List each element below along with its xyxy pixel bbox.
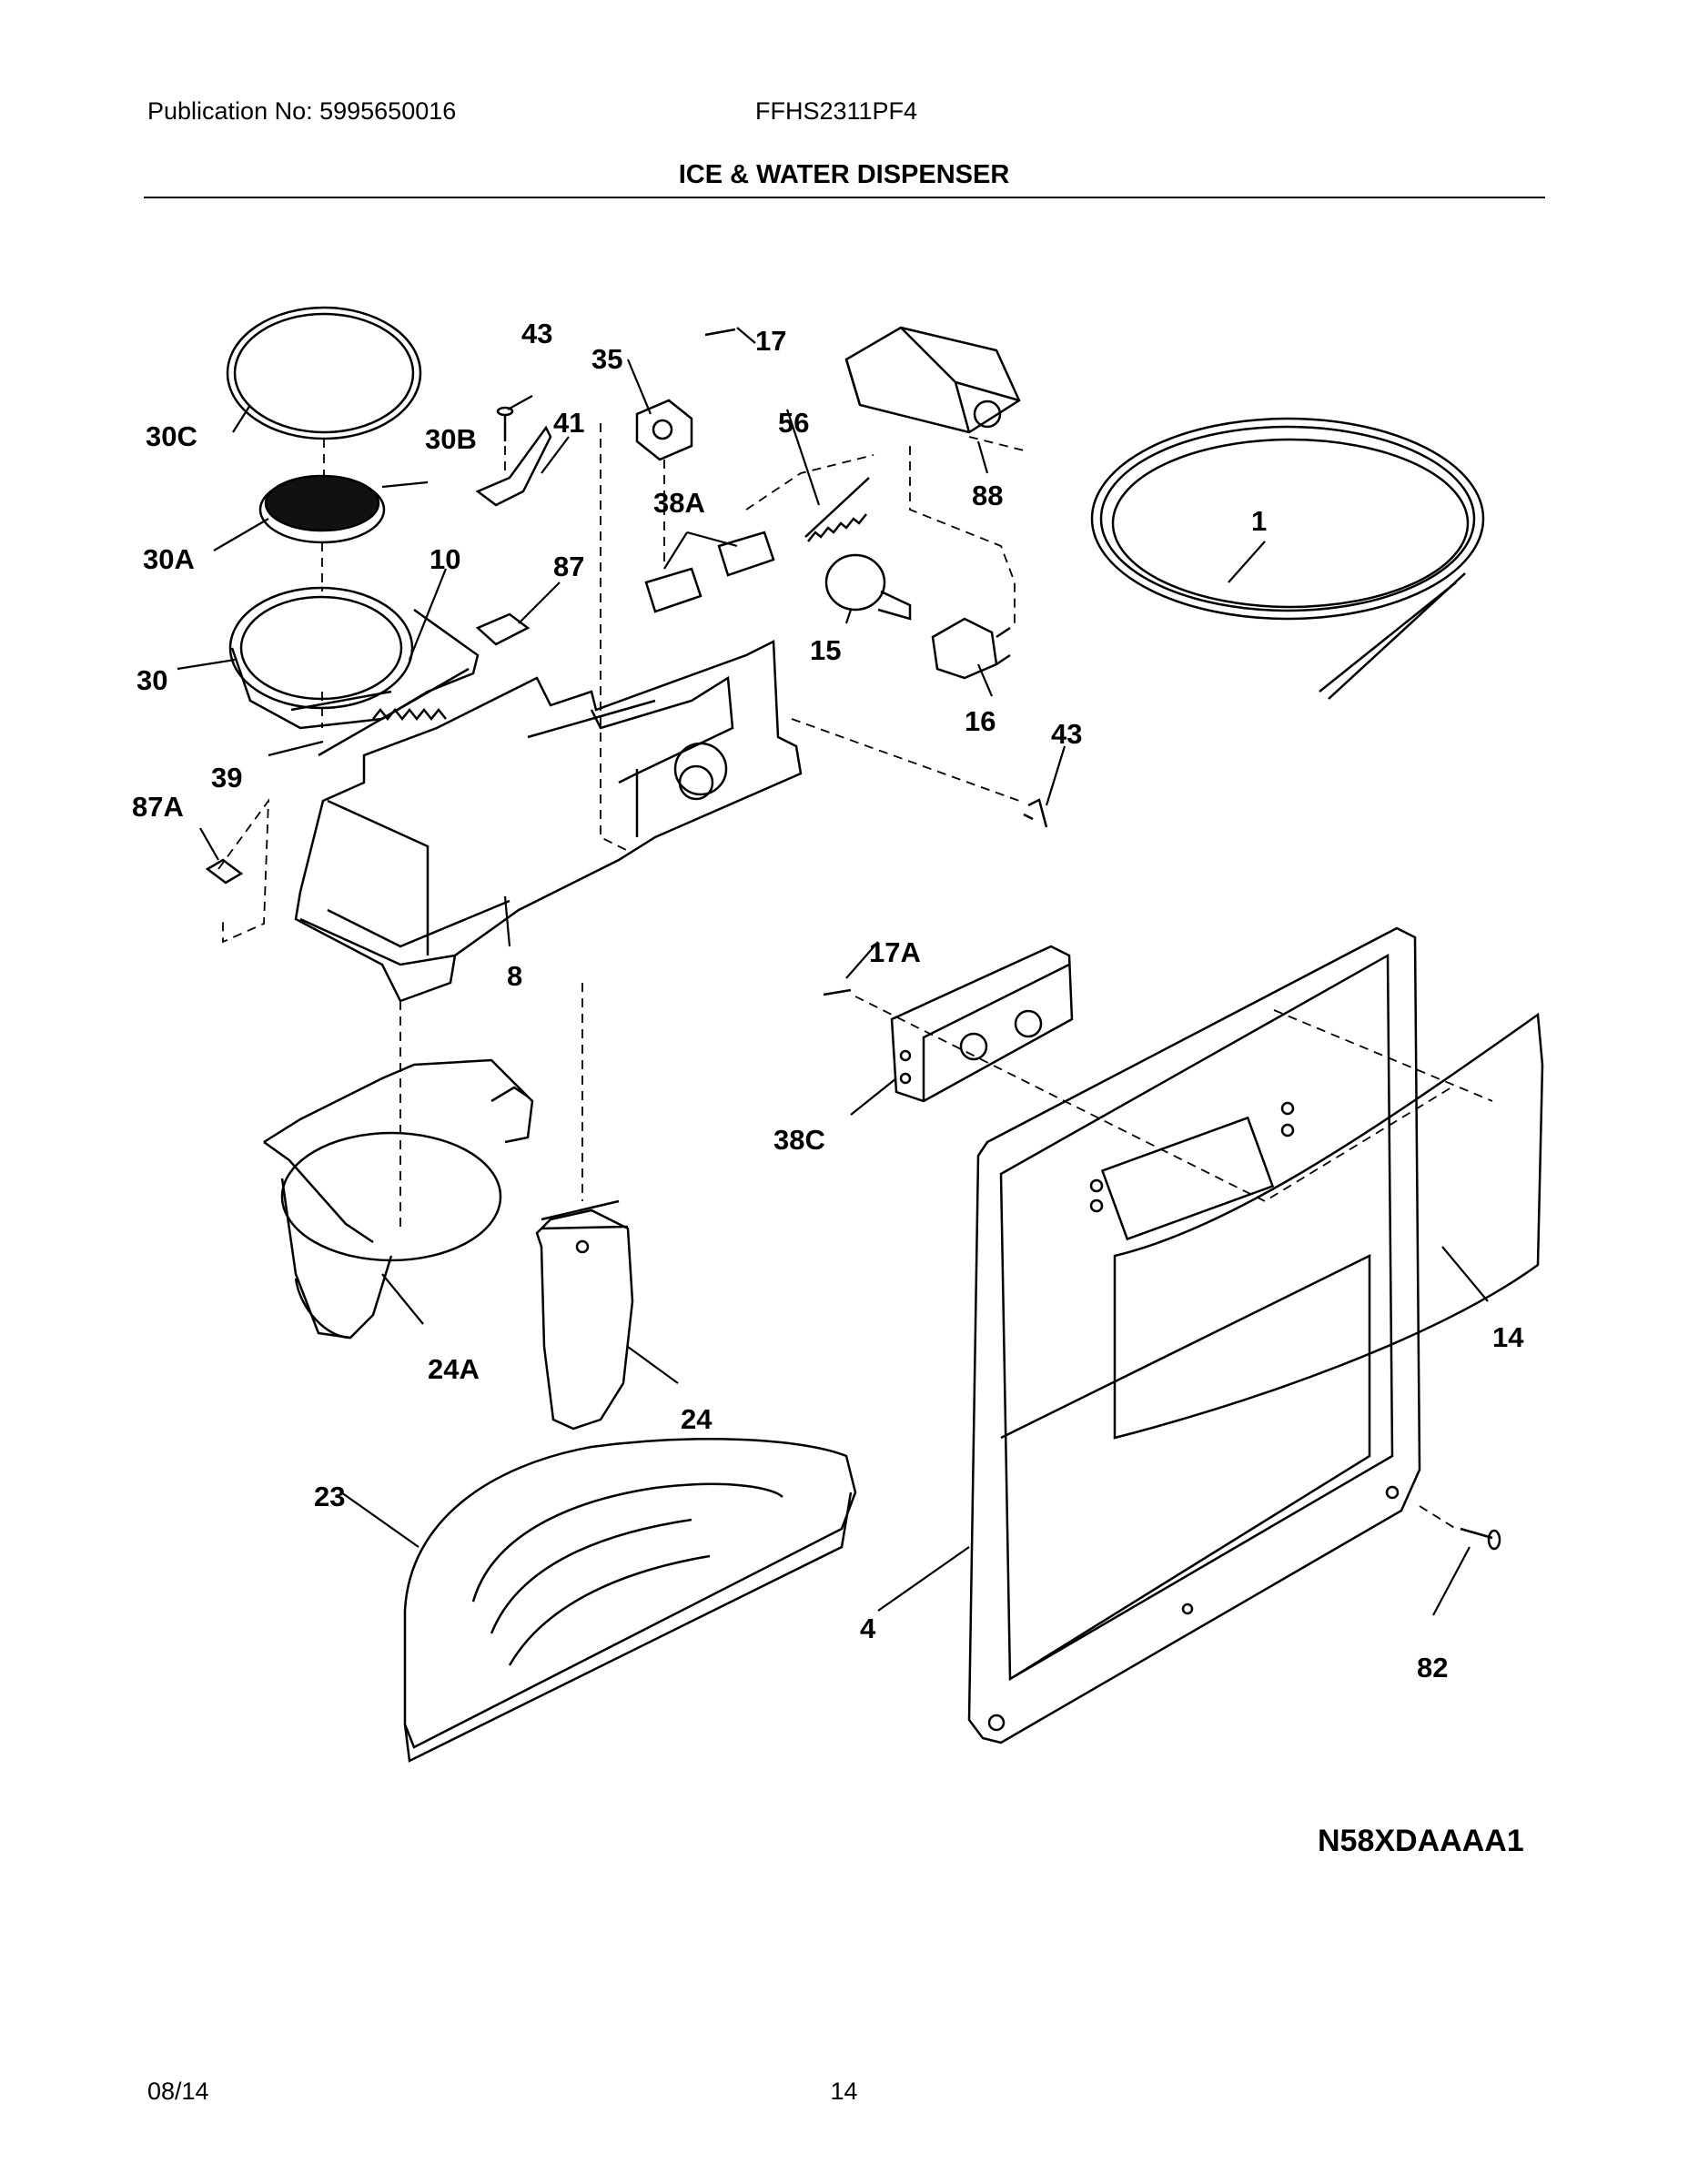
label-8: 8 bbox=[507, 960, 522, 992]
label-39: 39 bbox=[211, 762, 242, 794]
switches-drawing bbox=[635, 328, 870, 613]
filter-30a-drawing bbox=[258, 474, 386, 544]
screw-82-drawing bbox=[1460, 1527, 1501, 1551]
alignment-lines bbox=[217, 423, 1493, 1530]
module-88-drawing bbox=[844, 326, 1021, 434]
page-number: 14 bbox=[830, 2078, 858, 2105]
label-4: 4 bbox=[860, 1613, 876, 1644]
footer-date: 08/14 bbox=[147, 2078, 209, 2105]
bulb-and-socket-drawing bbox=[824, 553, 1011, 680]
label-14: 14 bbox=[1492, 1321, 1524, 1353]
lever-24-drawing bbox=[535, 1199, 634, 1431]
label-24: 24 bbox=[681, 1403, 713, 1435]
label-35: 35 bbox=[591, 343, 622, 375]
label-30: 30 bbox=[136, 664, 167, 696]
gasket-30c-drawing bbox=[226, 306, 422, 440]
chute-24a-drawing bbox=[263, 1058, 534, 1340]
label-82: 82 bbox=[1417, 1652, 1448, 1684]
page-title: ICE & WATER DISPENSER bbox=[678, 160, 1010, 189]
clip-87a-drawing bbox=[205, 858, 244, 885]
label-10: 10 bbox=[430, 543, 460, 575]
label-30b: 30B bbox=[425, 423, 477, 455]
label-30c: 30C bbox=[146, 420, 197, 452]
main-housing-8-drawing bbox=[294, 640, 803, 1003]
diagram-code: N58XDAAAA1 bbox=[1318, 1824, 1524, 1858]
label-24a: 24A bbox=[428, 1353, 480, 1385]
leader-lines bbox=[177, 327, 1489, 1616]
label-38c: 38C bbox=[773, 1124, 825, 1156]
label-41: 41 bbox=[553, 407, 584, 439]
housing-30-drawing bbox=[228, 586, 480, 757]
label-16: 16 bbox=[965, 705, 996, 737]
screws-and-clips-drawing bbox=[475, 406, 1048, 828]
label-38a: 38A bbox=[653, 487, 705, 519]
label-1: 1 bbox=[1251, 505, 1267, 537]
label-43-lower: 43 bbox=[1051, 718, 1082, 750]
label-87a: 87A bbox=[132, 791, 184, 823]
label-15: 15 bbox=[810, 634, 841, 666]
frame-4-drawing bbox=[967, 926, 1421, 1744]
label-56: 56 bbox=[778, 407, 809, 439]
header-rule bbox=[144, 197, 1545, 198]
panel-14-drawing bbox=[1113, 1012, 1544, 1440]
tubing-1-drawing bbox=[1090, 417, 1485, 700]
part-labels: 43 35 17 30C 30B 41 56 88 1 38A 30A 10 8… bbox=[132, 318, 1524, 1684]
publication-number: Publication No: 5995650016 bbox=[147, 97, 457, 125]
label-88: 88 bbox=[972, 480, 1003, 511]
label-43: 43 bbox=[521, 318, 552, 349]
bracket-38c-drawing bbox=[823, 945, 1074, 1103]
label-17a: 17A bbox=[869, 936, 921, 968]
model-number: FFHS2311PF4 bbox=[755, 97, 918, 125]
label-30a: 30A bbox=[143, 543, 195, 575]
label-23: 23 bbox=[314, 1481, 345, 1512]
drip-tray-23-drawing bbox=[403, 1438, 857, 1763]
label-17: 17 bbox=[755, 325, 786, 357]
label-87: 87 bbox=[553, 551, 584, 582]
